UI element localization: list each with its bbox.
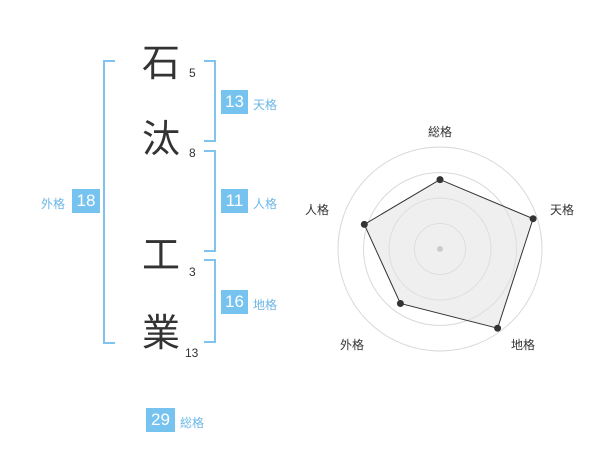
- name-char-3: 工: [142, 233, 181, 277]
- radar-axis-label-gaikaku: 外格: [340, 338, 365, 352]
- gaikaku-bracket: [103, 60, 115, 344]
- radar-point-4: [396, 300, 404, 307]
- chikaku-bracket: [204, 259, 216, 343]
- jinkaku-label: 人格: [253, 197, 278, 211]
- name-char-1: 石: [142, 41, 181, 85]
- radar-point-3: [494, 324, 502, 332]
- stroke-count-1: 5: [189, 66, 196, 80]
- gaikaku-label: 外格: [41, 197, 66, 211]
- soukaku-value-badge: 29: [146, 408, 175, 432]
- radar-series-polygon: [363, 179, 534, 329]
- tenkaku-label: 天格: [253, 98, 278, 112]
- radar-axis-label-soukaku: 総格: [428, 125, 453, 139]
- chikaku-label: 地格: [253, 298, 278, 312]
- chikaku-value-badge: 16: [221, 290, 248, 314]
- radar-axis-label-jinkaku: 人格: [305, 203, 330, 217]
- tenkaku-bracket: [204, 60, 216, 142]
- radar-center-dot: [437, 246, 443, 252]
- radar-chart: [337, 146, 543, 352]
- radar-ring: [337, 146, 543, 352]
- stroke-count-3: 3: [189, 265, 196, 279]
- stroke-count-2: 8: [189, 146, 196, 160]
- soukaku-label: 総格: [180, 416, 205, 430]
- jinkaku-value-badge: 11: [221, 189, 248, 213]
- stroke-count-4: 13: [185, 346, 199, 360]
- gaikaku-value-badge: 18: [72, 189, 100, 213]
- radar-point-2: [529, 215, 537, 223]
- name-char-2: 汰: [142, 117, 181, 161]
- jinkaku-bracket: [204, 150, 216, 252]
- radar-axis-label-chikaku: 地格: [511, 338, 536, 352]
- radar-point-1: [436, 176, 444, 184]
- name-char-4: 業: [142, 311, 181, 355]
- radar-axis-label-tenkaku: 天格: [550, 203, 575, 217]
- tenkaku-value-badge: 13: [221, 90, 248, 114]
- radar-point-5: [360, 220, 368, 228]
